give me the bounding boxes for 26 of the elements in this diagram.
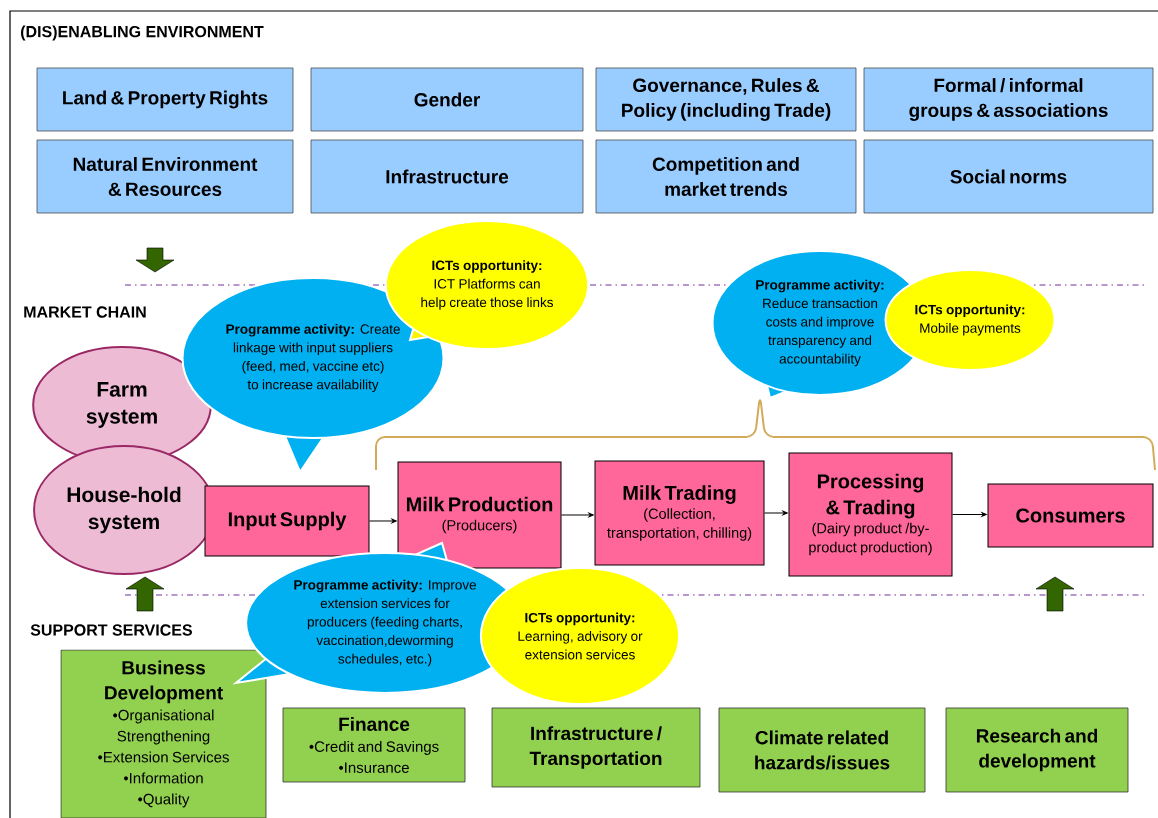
arrow — [561, 512, 594, 518]
process-box: Milk Production (Producers) — [397, 461, 562, 569]
service-box: Infrastructure / Transportation — [491, 707, 701, 788]
factor-box: Governance, Rules & Policy (including Trade) — [595, 67, 857, 132]
factor-box: Infrastructure — [310, 139, 584, 214]
process-box: Input Supply — [204, 485, 370, 557]
factor-box: Natural Environment & Resources — [36, 139, 294, 214]
process-box: Consumers — [987, 483, 1154, 548]
service-box: Finance •Credit and Savings •Insurance — [282, 707, 466, 783]
service-box: Research and development — [945, 707, 1129, 793]
speech-bubble: ICTs opportunity: Mobile payments — [884, 269, 1056, 371]
process-box: Milk Trading (Collection, transportation, chilling) — [594, 460, 765, 566]
service-box: Business Development •Organisational Strengthening •Extension Services •Information •Quality — [60, 649, 267, 818]
factor-box: Gender — [310, 67, 584, 132]
service-box: Climate related hazards/issues — [718, 707, 926, 793]
arrow — [369, 518, 397, 524]
speech-bubble: ICTs opportunity: Learning, advisory or extension services — [479, 567, 681, 705]
section-heading: (DIS)ENABLING ENVIRONMENT — [21, 25, 264, 41]
factor-box: Competition and market trends — [595, 139, 857, 214]
factor-box: Social norms — [863, 139, 1154, 214]
arrow — [952, 512, 987, 517]
factor-box: Land & Property Rights — [36, 67, 294, 132]
section-heading: MARKET CHAIN — [24, 306, 146, 318]
process-box: Processing & Trading (Dairy product /by-product production) — [788, 452, 953, 577]
factor-box: Formal / informal groups & associations — [863, 67, 1154, 132]
arrow — [764, 510, 788, 516]
